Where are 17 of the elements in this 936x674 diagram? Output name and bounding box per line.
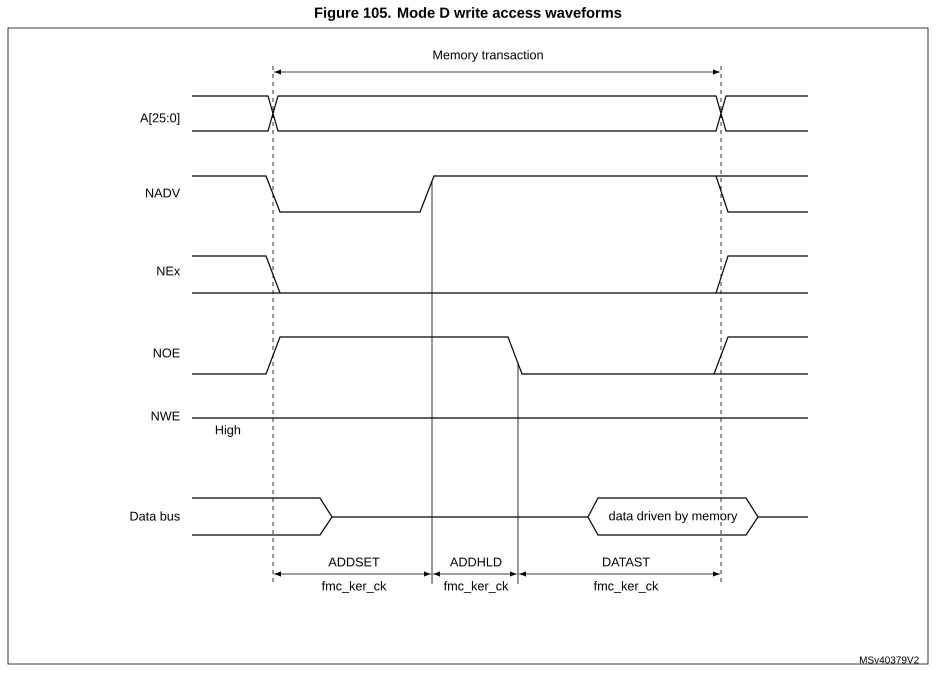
signal-name: Data bus — [130, 511, 180, 521]
data-bus-segment: data driven by memory — [587, 497, 759, 536]
figure-id: MSv40379V2 — [860, 656, 919, 664]
signal-name: NADV — [146, 188, 180, 198]
clock-unit: fmc_ker_ck — [320, 580, 388, 594]
signal-name: NEx — [157, 266, 180, 276]
timing-parameter: ADDSET — [326, 556, 382, 568]
timing-parameter: ADDHLD — [448, 556, 504, 568]
signal-state: High — [216, 425, 240, 437]
clock-unit: fmc_ker_ck — [592, 580, 660, 594]
clock-unit: fmc_ker_ck — [442, 580, 510, 594]
timing-parameter: DATAST — [600, 556, 652, 568]
signal-name: NOE — [154, 348, 180, 358]
signal-name: NWE — [152, 412, 180, 420]
signal-name: A[25:0] — [140, 113, 180, 125]
figure-title: Figure 105. Mode D write access waveforms — [315, 7, 622, 21]
annotation: Memory transaction — [433, 50, 543, 62]
